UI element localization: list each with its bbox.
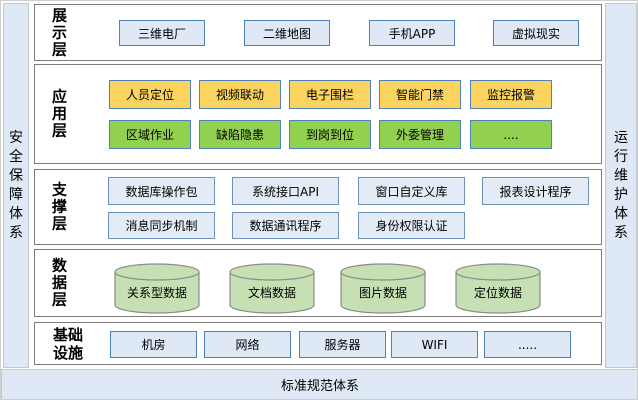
server-room-box: 机房 [110,331,197,358]
relational-data-cylinder: 关系型数据 [114,263,200,314]
cylinder-icon [340,263,426,314]
relational-data-label: 关系型数据 [126,286,187,300]
report-designer-box: 报表设计程序 [482,177,589,205]
infrastructure-layer-label: 基础设施 [52,325,83,362]
database-operation-package-box: 数据库操作包 [108,177,215,205]
operation-maintenance-bar: 运行维护体系 [605,3,637,368]
network-box: 网络 [204,331,291,358]
location-data-label: 定位数据 [473,286,522,300]
smart-access-control-box: 智能门禁 [379,80,461,109]
on-duty-box: 到岗到位 [289,120,371,149]
cylinder-icon [114,263,200,314]
cylinder-icon [229,263,315,314]
support-layer-label: 支撑层 [51,180,67,233]
area-operation-box: 区域作业 [109,120,191,149]
display-layer-label: 展示层 [51,6,67,58]
message-sync-box: 消息同步机制 [108,212,215,239]
defect-hazard-box: 缺陷隐患 [199,120,281,149]
more-infrastructure-box: ..... [484,331,571,358]
two-d-map-box: 二维地图 [244,20,330,46]
more-applications-box: .... [470,120,552,149]
window-custom-library-box: 窗口自定义库 [358,177,465,205]
cylinder-icon [455,263,541,314]
mobile-app-box: 手机APP [369,20,455,46]
security-assurance-label: 安全保障体系 [9,129,23,241]
security-assurance-bar: 安全保障体系 [3,3,29,368]
electronic-fence-box: 电子围栏 [289,80,371,109]
application-layer: 应用层 人员定位 视频联动 电子围栏 智能门禁 监控报警 区域作业 缺陷隐患 到… [34,64,602,164]
display-layer: 展示层 三维电厂 二维地图 手机APP 虚拟现实 [34,4,602,61]
system-api-box: 系统接口API [232,177,339,205]
standard-specification-bar: 标准规范体系 [1,369,637,399]
support-layer: 支撑层 数据库操作包 系统接口API 窗口自定义库 报表设计程序 消息同步机制 … [34,169,602,245]
application-layer-label: 应用层 [51,87,67,140]
wifi-box: WIFI [391,331,478,358]
operation-maintenance-label: 运行维护体系 [614,129,628,241]
standard-specification-label: 标准规范体系 [280,379,359,394]
infrastructure-layer: 基础设施 机房 网络 服务器 WIFI ..... [34,322,602,365]
virtual-reality-box: 虚拟现实 [493,20,579,46]
three-d-plant-box: 三维电厂 [119,20,205,46]
monitoring-alarm-box: 监控报警 [470,80,552,109]
video-linkage-box: 视频联动 [199,80,281,109]
data-layer-label: 数据层 [51,256,67,309]
personnel-positioning-box: 人员定位 [109,80,191,109]
document-data-label: 文档数据 [247,286,296,300]
image-data-label: 图片数据 [358,286,407,300]
location-data-cylinder: 定位数据 [455,263,541,314]
image-data-cylinder: 图片数据 [340,263,426,314]
identity-auth-box: 身份权限认证 [358,212,465,239]
document-data-cylinder: 文档数据 [229,263,315,314]
data-layer: 数据层 关系型数据 文档数据 图片数据 [34,249,602,317]
server-box: 服务器 [299,331,386,358]
data-communication-box: 数据通讯程序 [232,212,339,239]
outsourcing-management-box: 外委管理 [379,120,461,149]
